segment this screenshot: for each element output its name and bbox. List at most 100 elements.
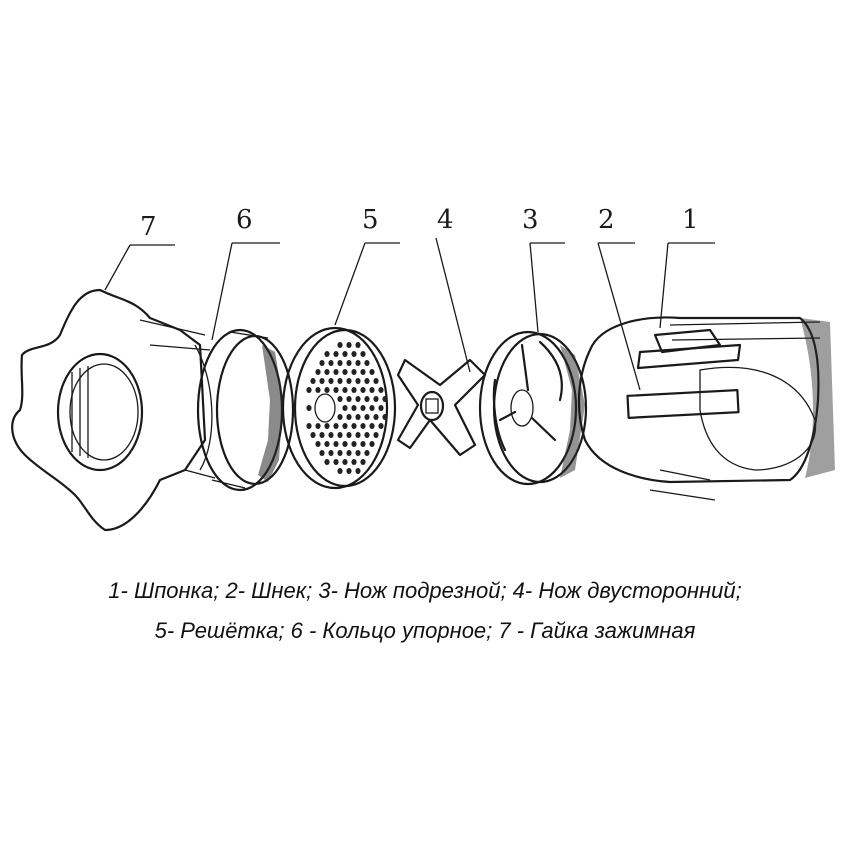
grid-hole <box>319 450 325 456</box>
grid-hole <box>355 342 361 348</box>
grid-hole <box>328 360 334 366</box>
grid-hole <box>360 351 366 357</box>
label-7: 7 <box>140 212 157 242</box>
grid-hole <box>346 468 352 474</box>
grid-hole <box>351 387 357 393</box>
grid-hole <box>369 387 375 393</box>
grid-hole <box>324 423 330 429</box>
grid-hole <box>315 423 321 429</box>
grid-hole <box>364 432 370 438</box>
label-5: 5 <box>362 205 379 235</box>
grid-hole <box>351 423 357 429</box>
grid-hole <box>310 432 316 438</box>
grid-hole <box>328 450 334 456</box>
grid-hole <box>355 414 361 420</box>
grid-hole <box>355 360 361 366</box>
grid-hole <box>364 414 370 420</box>
grid-hole <box>369 405 375 411</box>
grid-hole <box>360 441 366 447</box>
grid-hole <box>333 369 339 375</box>
grid-hole <box>382 396 388 402</box>
grid-hole <box>342 441 348 447</box>
grid-hole <box>324 369 330 375</box>
grid-hole <box>337 450 343 456</box>
grid-hole <box>342 423 348 429</box>
grid-hole <box>378 405 384 411</box>
grid-hole <box>319 360 325 366</box>
grid-hole <box>369 369 375 375</box>
grid-hole <box>337 432 343 438</box>
grid-hole <box>324 459 330 465</box>
label-1: 1 <box>682 205 699 235</box>
grid-hole <box>373 432 379 438</box>
grid-hole <box>333 459 339 465</box>
part-5-grid-plate <box>281 326 397 490</box>
grid-hole <box>355 468 361 474</box>
grid-hole <box>364 360 370 366</box>
grid-hole <box>355 450 361 456</box>
grid-hole <box>346 378 352 384</box>
grid-hole <box>364 378 370 384</box>
leader-lines <box>104 237 715 391</box>
grid-hole <box>306 405 312 411</box>
grid-hole <box>337 396 343 402</box>
grid-hole <box>333 387 339 393</box>
grid-hole <box>342 351 348 357</box>
grid-hole <box>333 351 339 357</box>
grid-hole <box>324 441 330 447</box>
grid-hole <box>346 396 352 402</box>
grid-hole <box>346 360 352 366</box>
grid-hole <box>373 414 379 420</box>
part-3-cutting-knife <box>478 330 588 486</box>
grid-hole <box>360 459 366 465</box>
part-7-clamping-nut <box>11 288 216 532</box>
grid-hole <box>306 423 312 429</box>
grid-hole <box>369 441 375 447</box>
grid-hole <box>364 450 370 456</box>
grid-hole <box>382 414 388 420</box>
grid-hole <box>337 468 343 474</box>
grid-hole <box>337 360 343 366</box>
grid-hole <box>333 423 339 429</box>
label-2: 2 <box>598 205 615 235</box>
grid-hole <box>360 423 366 429</box>
grid-hole <box>346 450 352 456</box>
grid-hole <box>315 369 321 375</box>
grid-hole <box>351 369 357 375</box>
grid-hole <box>342 387 348 393</box>
grid-hole <box>351 405 357 411</box>
grid-hole <box>342 459 348 465</box>
grid-hole <box>364 396 370 402</box>
grid-hole <box>337 342 343 348</box>
grid-hole <box>319 378 325 384</box>
grid-hole <box>351 351 357 357</box>
grid-hole <box>346 414 352 420</box>
grid-hole <box>378 387 384 393</box>
caption-line-1: 1- Шпонка; 2- Шнек; 3- Нож подрезной; 4-… <box>108 578 742 603</box>
label-6: 6 <box>236 205 253 235</box>
caption-line-2: 5- Решётка; 6 - Кольцо упорное; 7 - Гайк… <box>154 618 696 643</box>
grid-hole <box>337 414 343 420</box>
grid-hole <box>351 459 357 465</box>
grid-hole <box>369 423 375 429</box>
grid-hole <box>373 378 379 384</box>
grid-hole <box>342 369 348 375</box>
grid-hole <box>324 351 330 357</box>
grid-hole <box>328 432 334 438</box>
grid-hole <box>355 396 361 402</box>
grid-hole <box>360 405 366 411</box>
grid-hole <box>351 441 357 447</box>
grid-hole <box>342 405 348 411</box>
grid-hole <box>355 432 361 438</box>
grid-hole <box>346 432 352 438</box>
part-1-key <box>653 328 722 354</box>
grid-hole <box>360 387 366 393</box>
meat-grinder-exploded-diagram: 7 6 5 4 3 2 1 <box>11 205 835 532</box>
part-4-double-knife <box>396 358 487 457</box>
grid-hole <box>337 378 343 384</box>
label-3: 3 <box>522 205 539 235</box>
grid-hole <box>328 378 334 384</box>
grid-hole <box>306 387 312 393</box>
grid-hole <box>346 342 352 348</box>
grid-hole <box>319 432 325 438</box>
